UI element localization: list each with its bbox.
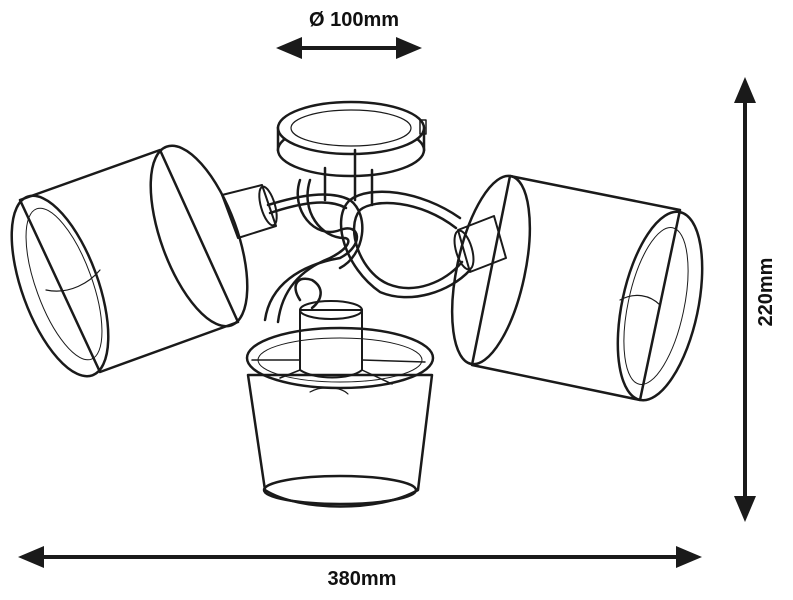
width-dimension: 380mm — [18, 546, 702, 590]
height-arrow — [734, 77, 756, 522]
left-lamp-shade — [10, 144, 278, 378]
base-diameter-label: Ø 100mm — [309, 9, 399, 31]
ceiling-canopy — [276, 100, 427, 178]
height-label: 220mm — [755, 258, 777, 327]
height-dimension: 220mm — [734, 77, 777, 522]
right-socket — [453, 215, 507, 273]
base-diameter-dimension: Ø 100mm — [276, 9, 422, 59]
front-socket — [251, 300, 426, 385]
lamp-arms — [263, 148, 472, 324]
base-diameter-arrow — [276, 37, 422, 59]
width-label: 380mm — [328, 568, 397, 590]
front-lamp-shade — [245, 300, 435, 508]
left-socket — [221, 184, 278, 239]
width-arrow — [18, 546, 702, 568]
right-lamp-shade — [450, 174, 704, 402]
